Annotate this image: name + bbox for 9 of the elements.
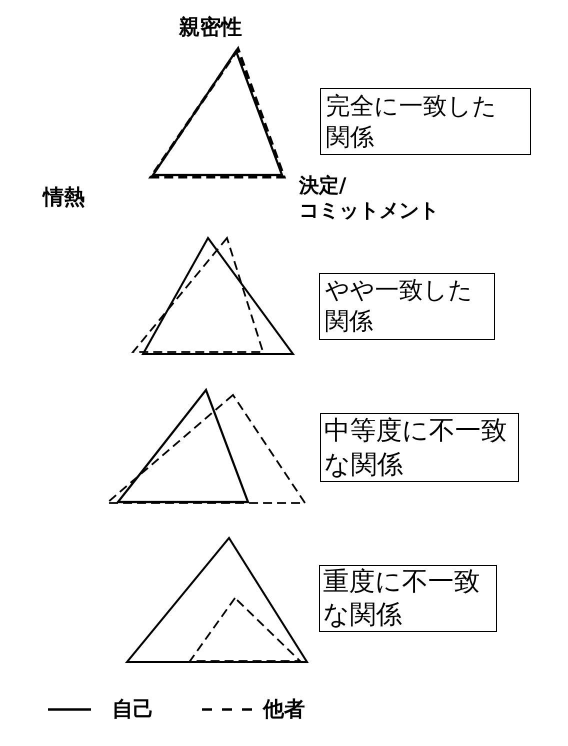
axis-label: 情熱 <box>43 185 85 209</box>
axis-label: 親密性 <box>179 15 242 39</box>
text-box: 中等度に不一致な関係 <box>320 413 519 482</box>
legend-label: 自己 <box>112 697 154 721</box>
text-box: やや一致した関係 <box>319 273 495 340</box>
legend-label: 他者 <box>263 697 305 721</box>
text-box: 重度に不一致な関係 <box>319 565 497 632</box>
text-box: 完全に一致した関係 <box>320 88 531 155</box>
axis-label: 決定/コミットメント <box>299 173 440 223</box>
